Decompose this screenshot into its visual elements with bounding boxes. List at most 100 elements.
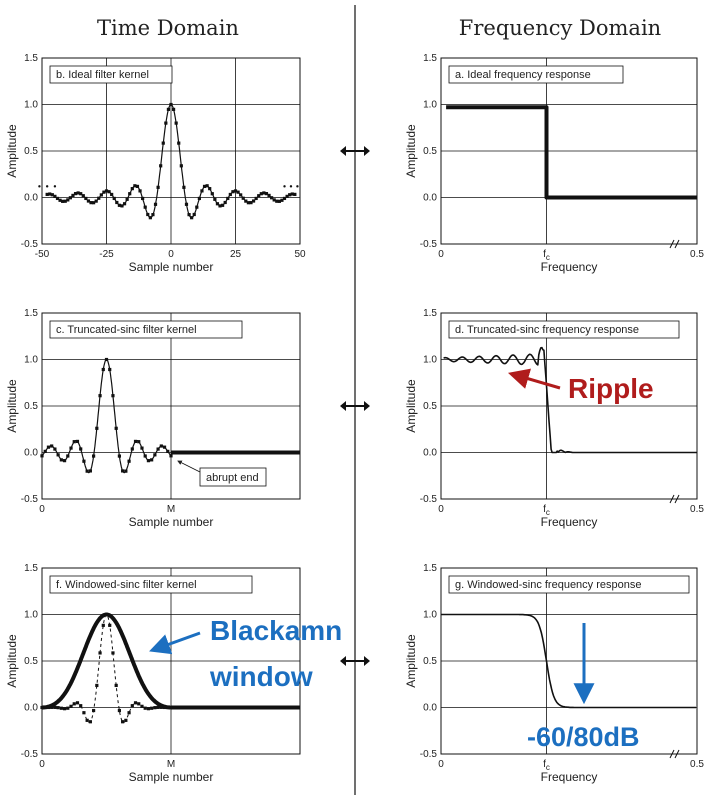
kernel-sample: [166, 107, 171, 111]
kernel-sample: [117, 203, 121, 207]
kernel-sample: [117, 708, 121, 713]
kernel-sample: [200, 189, 204, 193]
y-tick-label: 0.5: [423, 656, 437, 667]
kernel-sample: [46, 445, 51, 449]
kernel-sample: [56, 453, 60, 457]
kernel-sample: [82, 459, 86, 463]
y-tick-label: 1.5: [423, 563, 437, 574]
kernel-sample: [151, 213, 155, 217]
kernel-sample: [95, 683, 99, 688]
kernel-sample: [53, 705, 57, 709]
panel-title: g. Windowed-sinc frequency response: [455, 579, 641, 591]
kernel-sample: [104, 189, 109, 193]
kernel-sample: [156, 185, 160, 189]
y-tick-label: 1.5: [24, 53, 38, 64]
kernel-sample: [156, 447, 160, 451]
kernel-sample: [121, 720, 125, 724]
panel-title: d. Truncated-sinc frequency response: [455, 324, 639, 336]
kernel-sample: [104, 612, 109, 617]
kernel-sample: [259, 192, 263, 196]
y-axis-label: Amplitude: [404, 124, 418, 178]
kernel-sample: [140, 704, 144, 708]
kernel-sample: [153, 706, 157, 710]
kernel-sample: [267, 193, 271, 198]
kernel-sample: [290, 192, 294, 196]
double-arrow-icon: [340, 656, 370, 666]
y-tick-label: 0.0: [24, 703, 38, 714]
kernel-sample: [102, 190, 106, 194]
y-tick-label: 1.0: [24, 610, 38, 621]
kernel-sample: [107, 190, 111, 194]
kernel-sample: [95, 426, 99, 430]
kernel-sample: [231, 190, 235, 194]
kernel-sample: [59, 706, 63, 710]
kernel-sample: [143, 205, 147, 209]
callout-text: abrupt end: [206, 472, 259, 484]
kernel-curve: [42, 614, 171, 723]
kernel-sample: [120, 204, 124, 208]
kernel-sample: [75, 439, 80, 444]
x-tick-label: 0: [39, 759, 45, 770]
continuation-dot: [296, 185, 299, 188]
kernel-sample: [71, 193, 75, 198]
kernel-sample: [171, 107, 176, 111]
kernel-sample: [92, 201, 96, 205]
x-tick-label: 0: [39, 504, 45, 515]
continuation-dot: [53, 185, 57, 188]
kernel-sample: [228, 192, 232, 197]
kernel-sample: [128, 192, 132, 196]
kernel-sample: [98, 394, 102, 398]
kernel-sample: [101, 367, 105, 372]
kernel-sample: [133, 184, 137, 188]
kernel-sample: [143, 706, 147, 710]
y-axis-label: Amplitude: [404, 379, 418, 433]
panel-title: b. Ideal filter kernel: [56, 69, 149, 81]
y-tick-label: 1.0: [423, 610, 437, 621]
kernel-curve: [41, 358, 171, 474]
kernel-sample: [50, 193, 54, 197]
y-tick-label: 0.0: [423, 703, 437, 714]
kernel-sample: [130, 704, 134, 708]
kernel-sample: [84, 196, 88, 201]
x-tick-label: 0: [168, 249, 174, 260]
kernel-sample: [277, 199, 281, 203]
kernel-sample: [66, 454, 70, 458]
kernel-sample: [133, 701, 138, 705]
kernel-sample: [133, 439, 138, 444]
axis-break-mark: [674, 749, 680, 759]
frequency-response-curve: [443, 346, 697, 454]
kernel-sample: [262, 191, 266, 195]
kernel-sample: [130, 187, 134, 191]
kernel-sample: [53, 194, 57, 198]
y-tick-label: -0.5: [21, 239, 39, 250]
kernel-sample: [58, 198, 62, 202]
kernel-sample: [108, 367, 112, 372]
ripple-label: Ripple: [568, 373, 654, 404]
kernel-sample: [97, 196, 101, 200]
axis-break-mark: [674, 494, 680, 504]
kernel-sample: [88, 469, 92, 473]
y-tick-label: -0.5: [420, 494, 438, 505]
attenuation-label: -60/80dB: [527, 722, 640, 752]
y-tick-label: 0.0: [24, 193, 38, 204]
kernel-sample: [79, 704, 83, 708]
kernel-sample: [215, 202, 220, 206]
kernel-sample: [115, 200, 119, 205]
kernel-sample: [125, 197, 129, 201]
x-axis-label: Sample number: [129, 770, 214, 784]
kernel-sample: [236, 190, 240, 194]
kernel-sample: [197, 196, 201, 201]
kernel-sample: [56, 706, 60, 710]
x-tick-label: M: [167, 759, 175, 770]
x-axis-label: Frequency: [541, 770, 598, 784]
kernel-sample: [208, 187, 212, 191]
kernel-sample: [114, 683, 118, 688]
kernel-sample: [85, 469, 89, 473]
y-tick-label: -0.5: [21, 749, 39, 760]
kernel-sample: [40, 705, 44, 710]
kernel-sample: [162, 705, 167, 710]
x-tick-label: M: [167, 504, 175, 515]
kernel-sample: [293, 192, 297, 196]
